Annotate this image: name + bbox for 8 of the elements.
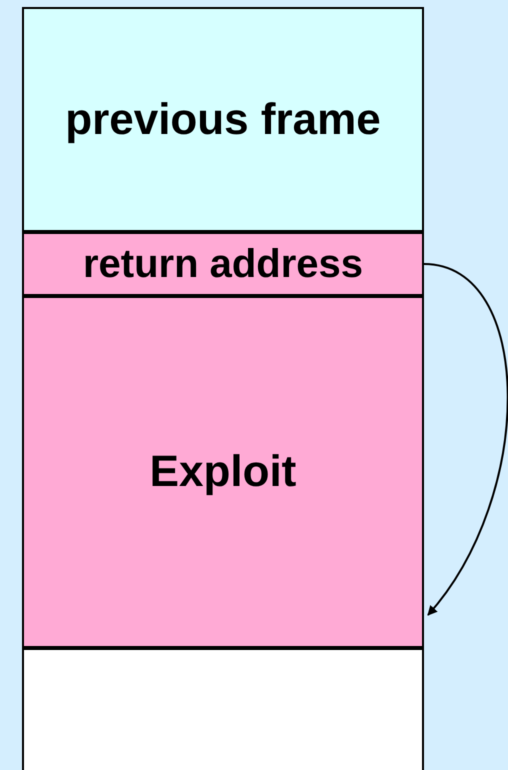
stack-frame-block xyxy=(22,7,424,232)
stack-frame-block xyxy=(22,232,424,296)
empty-stack-block xyxy=(22,648,424,770)
block-label: previous frame xyxy=(65,98,381,142)
curved-arrow xyxy=(424,263,508,616)
block-label: return address xyxy=(82,244,364,284)
block-label: Exploit xyxy=(150,450,296,494)
stack-frame-block xyxy=(22,296,424,648)
